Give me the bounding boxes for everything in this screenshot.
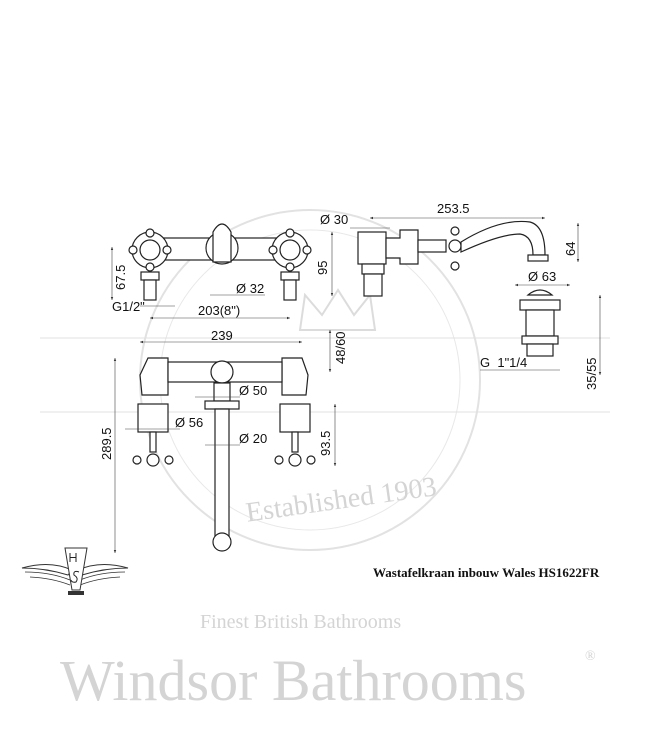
dim-handle-height: 48/60: [333, 331, 348, 364]
dim-valve-dia: Ø 56: [175, 415, 203, 430]
watermark-registered: ®: [585, 649, 596, 664]
side-view: [330, 216, 580, 297]
front-view: [113, 330, 337, 553]
dim-side-dia: Ø 30: [320, 212, 348, 227]
hs-logo: [21, 547, 129, 595]
dim-waste-dia: Ø 63: [528, 269, 556, 284]
dim-pipe-dia: Ø 20: [239, 431, 267, 446]
dim-centers: 203(8"): [198, 303, 240, 318]
dim-waste-height: 35/55: [584, 357, 599, 390]
waste-view: [480, 283, 602, 375]
top-view: [110, 223, 312, 320]
product-caption: Wastafelkraan inbouw Wales HS1622FR: [373, 565, 600, 580]
watermark-arc-text: Finest British Bathrooms: [200, 611, 401, 633]
dim-top-height: 67.5: [113, 265, 128, 290]
watermark-brand: Windsor Bathrooms: [60, 648, 526, 713]
dim-valve-depth: 93.5: [318, 431, 333, 456]
dim-waste-thread: G 1"1/4: [480, 355, 527, 370]
dim-spout-height: 64: [563, 242, 578, 256]
dim-spout-dia: Ø 32: [236, 281, 264, 296]
dim-total-height: 289.5: [99, 427, 114, 460]
crown-icon: [298, 288, 377, 331]
dim-spout-length: 253.5: [437, 201, 470, 216]
dim-side-height: 95: [315, 261, 330, 275]
watermark-established: Established 1903: [244, 471, 439, 528]
dim-thread: G1/2": [112, 299, 145, 314]
dim-width: 239: [211, 328, 233, 343]
dim-flange-dia: Ø 50: [239, 383, 267, 398]
